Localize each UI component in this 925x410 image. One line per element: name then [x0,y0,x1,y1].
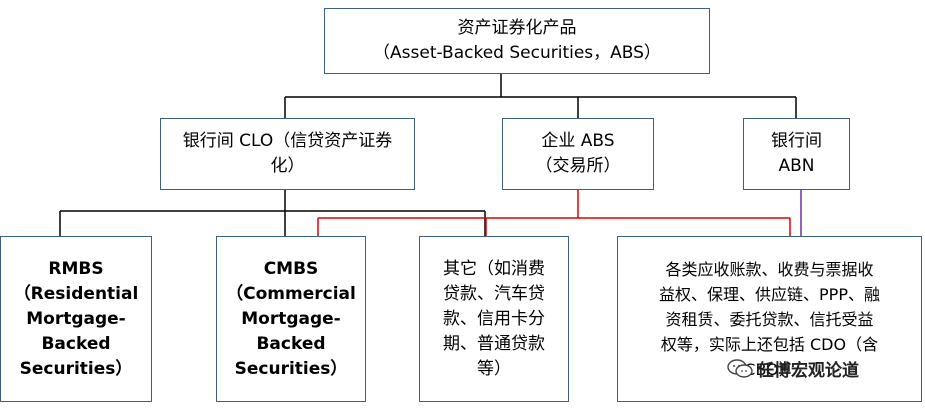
rmbs-line-3: Mortgage- [26,308,126,329]
abs-connectors [317,190,791,236]
receivables-box: 各类应收账款、收费与票据收 益权、保理、供应链、PPP、融 资租赁、委托贷款、信… [617,236,922,402]
rmbs-line-2: （Residential [13,283,139,304]
clo-line-1: 银行间 CLO（信贷资产证券 [182,131,393,151]
receivables-line-3: 资租赁、委托贷款、信托受益 [665,309,874,329]
root-box: 资产证券化产品 （Asset-Backed Securities，ABS） [324,8,710,74]
cmbs-line-3: Mortgage- [241,308,341,329]
other-line-3: 款、信用卡分 [443,308,545,329]
wechat-icon [727,358,753,378]
receivables-line-5: CBO） [744,359,795,379]
abn-box: 银行间 ABN [743,118,850,190]
receivables-line-1: 各类应收账款、收费与票据收 [665,259,874,279]
clo-box: 银行间 CLO（信贷资产证券 化） [160,118,415,190]
other-box: 其它（如消费 贷款、汽车贷 款、信用卡分 期、普通贷款 等） [419,236,569,402]
other-line-5: 等） [477,358,511,379]
cmbs-line-5: Securities） [234,358,348,379]
other-line-4: 期、普通贷款 [443,333,545,354]
root-title: 资产证券化产品 [457,18,577,38]
cmbs-line-4: Backed [256,333,326,354]
root-connectors [284,74,797,118]
abn-line-2: ABN [778,156,815,176]
rmbs-line-5: Securities） [19,358,133,379]
rmbs-box: RMBS （Residential Mortgage- Backed Secur… [0,236,152,402]
receivables-line-2: 益权、保理、供应链、PPP、融 [659,284,880,304]
abs-box: 企业 ABS （交易所） [502,118,654,190]
other-line-1: 其它（如消费 [443,258,545,279]
cmbs-box: CMBS （Commercial Mortgage- Backed Securi… [216,236,366,402]
cmbs-line-1: CMBS [263,258,319,279]
watermark: 任博宏观论道 [727,356,859,381]
other-line-2: 贷款、汽车贷 [443,283,545,304]
clo-connectors [59,190,486,236]
receivables-line-4: 权等，实际上还包括 CDO（含 [660,334,879,354]
abs-line-2: （交易所） [535,156,621,176]
rmbs-line-4: Backed [41,333,111,354]
clo-line-2: 化） [270,156,305,176]
rmbs-line-1: RMBS [48,258,104,279]
cmbs-line-2: （Commercial [226,283,356,304]
abs-line-1: 企业 ABS [541,131,615,151]
watermark-text: 任博宏观论道 [757,361,859,381]
root-subtitle: （Asset-Backed Securities，ABS） [373,43,661,63]
abn-line-1: 银行间 [771,131,822,151]
